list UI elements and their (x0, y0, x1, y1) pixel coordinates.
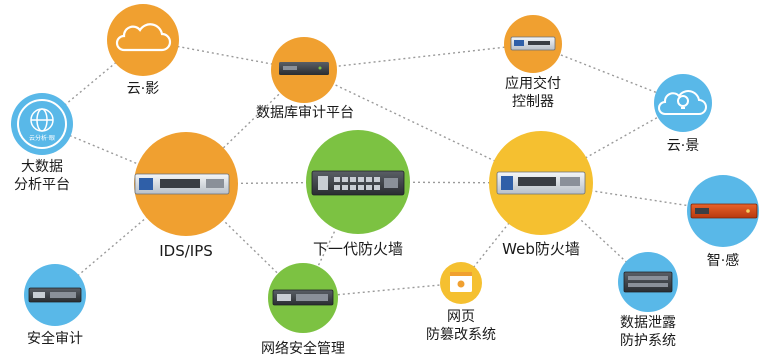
label-zhi-gan: 智·感 (706, 253, 740, 269)
link-dbaudit-waf (303, 69, 542, 184)
node-ngfw (306, 130, 410, 234)
appliance-icon (496, 171, 586, 195)
server-icon (623, 271, 673, 293)
label-dlp-line2: 防护系统 (620, 333, 676, 349)
cloud-icon (115, 23, 172, 52)
link-idsips-secaudit (54, 183, 187, 296)
appliance-red-icon (690, 203, 758, 219)
label-db-audit: 数据库审计平台 (256, 105, 354, 121)
label-bigdata-line1: 大数据 (21, 159, 63, 175)
node-web-tamper (440, 262, 482, 304)
node-yun-jing (654, 74, 712, 132)
label-yun-jing: 云·景 (666, 138, 700, 154)
label-web-tamper: 网页 防篡改系统 (411, 308, 511, 344)
appliance-icon (134, 173, 230, 195)
label-dlp-line1: 数据泄露 (620, 315, 676, 331)
bigdata-badge: 云分析·眼 (29, 134, 55, 142)
label-adc-line1: 应用交付 (505, 76, 561, 92)
appliance-icon (272, 289, 334, 306)
node-sec-audit (24, 264, 86, 326)
label-waf: Web防火墙 (502, 240, 580, 258)
document-lock-icon (450, 272, 472, 292)
link-dbaudit-adc (303, 43, 534, 71)
node-bigdata: 云分析·眼 (11, 93, 73, 155)
node-dlp (618, 252, 678, 312)
label-ids-ips: IDS/IPS (159, 242, 213, 260)
appliance-icon (279, 62, 329, 75)
label-dlp: 数据泄露 防护系统 (603, 314, 693, 350)
node-zhi-gan (687, 175, 759, 247)
label-ngfw: 下一代防火墙 (312, 240, 403, 258)
node-waf (489, 131, 593, 235)
node-ids-ips (134, 132, 238, 236)
label-web-tamper-line2: 防篡改系统 (426, 327, 496, 343)
label-bigdata: 大数据 分析平台 (2, 158, 82, 194)
label-sec-audit: 安全审计 (27, 331, 83, 347)
globe-icon (30, 108, 54, 132)
lightbulb-cloud-icon (658, 90, 707, 115)
label-adc-line2: 控制器 (512, 94, 554, 110)
label-netsec-mgmt: 网络安全管理 (261, 341, 345, 357)
label-yun-ying: 云·影 (126, 81, 160, 97)
label-bigdata-line2: 分析平台 (14, 177, 70, 193)
node-netsec-mgmt (268, 263, 338, 333)
label-adc: 应用交付 控制器 (493, 75, 573, 111)
node-db-audit (271, 37, 337, 103)
appliance-icon (510, 36, 556, 51)
link-idsips-ngfw (185, 181, 359, 185)
node-yun-ying (107, 4, 179, 76)
label-web-tamper-line1: 网页 (447, 309, 475, 325)
node-adc (504, 15, 562, 73)
appliance-icon (28, 287, 82, 303)
appliance-icon (311, 170, 405, 196)
